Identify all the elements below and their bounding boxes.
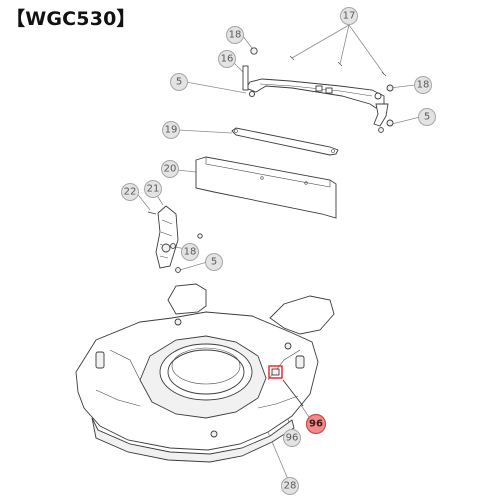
callout-16[interactable]: 16 [218, 50, 236, 68]
callout-96-highlighted[interactable]: 96 [305, 413, 327, 435]
svg-text:16: 16 [221, 54, 234, 65]
svg-text:18: 18 [184, 247, 197, 258]
callout-96[interactable]: 96 [283, 429, 301, 447]
callout-19[interactable]: 19 [162, 121, 180, 139]
callout-20[interactable]: 20 [161, 160, 179, 178]
part-20-plate [195, 156, 337, 219]
svg-text:21: 21 [147, 184, 160, 195]
callout-18-right[interactable]: 18 [414, 76, 432, 94]
fasteners-top [248, 47, 394, 133]
callout-28[interactable]: 28 [281, 477, 299, 495]
svg-text:5: 5 [424, 112, 430, 123]
callout-18-side[interactable]: 18 [181, 243, 199, 261]
height-adjust-rod-assembly [242, 65, 389, 127]
svg-text:96: 96 [309, 419, 323, 430]
callout-5-top[interactable]: 5 [170, 73, 188, 91]
part-28-mower-deck [75, 283, 335, 463]
part-19-bar [231, 127, 339, 156]
svg-text:96: 96 [286, 433, 299, 444]
part-96-highlight-box [268, 365, 283, 379]
svg-text:18: 18 [417, 80, 430, 91]
callout-17[interactable]: 17 [340, 7, 358, 25]
svg-text:28: 28 [284, 481, 297, 492]
model-title: 【WGC530】 [6, 8, 136, 30]
svg-text:22: 22 [124, 187, 137, 198]
callout-18-top[interactable]: 18 [226, 26, 244, 44]
svg-text:5: 5 [176, 77, 182, 88]
callout-22[interactable]: 22 [121, 183, 139, 201]
callout-5-right[interactable]: 5 [418, 108, 436, 126]
svg-text:18: 18 [229, 30, 242, 41]
callout-5-side[interactable]: 5 [205, 253, 223, 271]
svg-text:20: 20 [164, 164, 177, 175]
callout-21[interactable]: 21 [144, 180, 162, 198]
svg-text:5: 5 [211, 257, 217, 268]
svg-text:19: 19 [165, 125, 178, 136]
part-21-side-bracket [147, 205, 203, 273]
svg-text:17: 17 [343, 11, 356, 22]
part-96-location [268, 365, 304, 407]
